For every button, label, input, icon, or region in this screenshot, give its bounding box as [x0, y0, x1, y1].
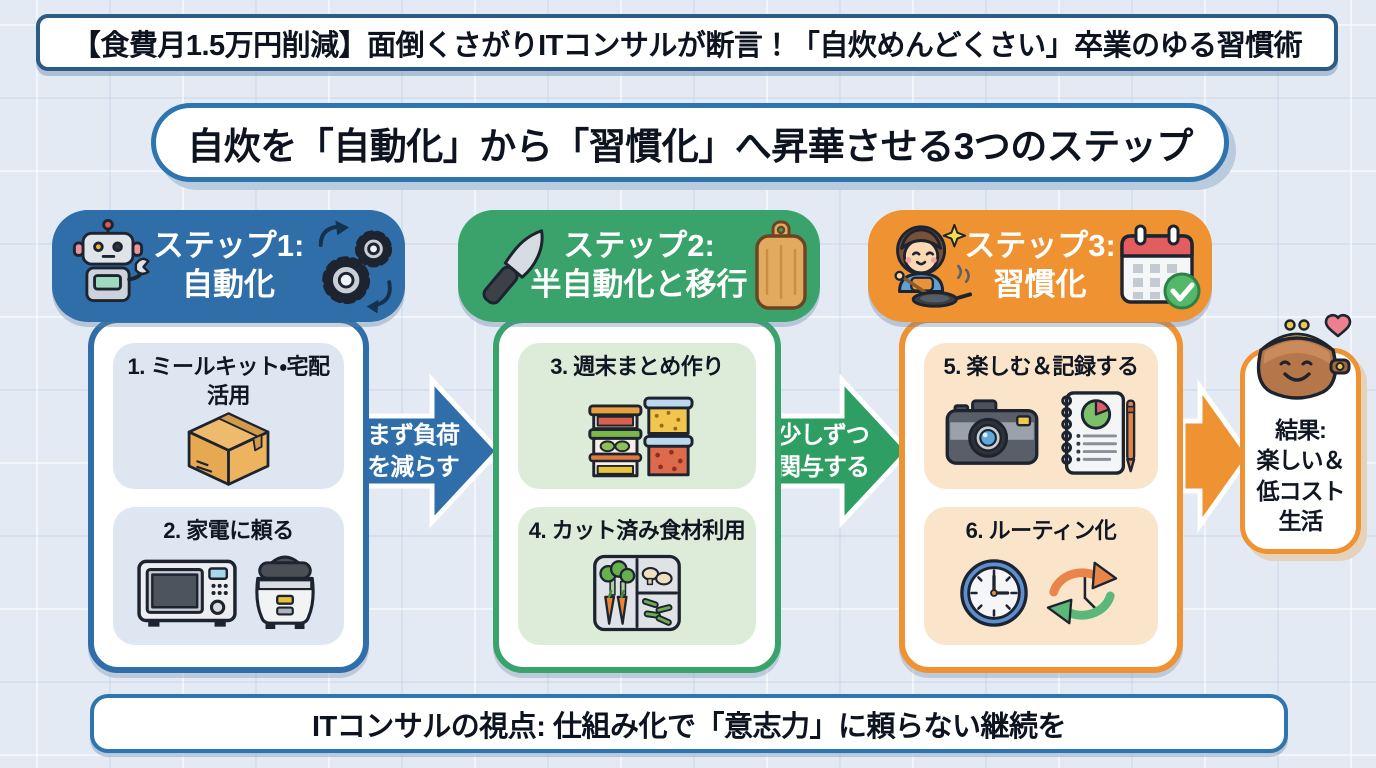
item-title: 4. カット済み食材利用 [528, 518, 746, 543]
step3-header-label: ステップ3: 習慣化 [964, 228, 1116, 302]
robot-icon [60, 210, 156, 322]
step1-item2: 2. 家電に頼る [113, 507, 344, 645]
step2-header-label: ステップ2: 半自動化と移行 [530, 228, 748, 302]
cut-vegetables-tray-icon [589, 550, 685, 641]
top-banner: 【食費月1.5万円削減】面倒くさがりITコンサルが断言！「自炊めんどくさい」卒業… [36, 14, 1338, 71]
item-title: 5. 楽しむ＆記録する [943, 354, 1139, 379]
calendar-check-icon [1114, 210, 1204, 322]
step1-header: ステップ1: 自動化 [52, 210, 405, 322]
clock-icon [958, 557, 1030, 634]
step2-header: ステップ2: 半自動化と移行 [458, 210, 820, 322]
bottom-banner-text: ITコンサルの視点: 仕組み化で「意志力」に頼らない継続を [312, 710, 1067, 743]
page-title-text: 自炊を「自動化」から「習慣化」へ昇華させる3つのステップ [187, 125, 1193, 167]
step1-header-label: ステップ1: 自動化 [152, 228, 305, 302]
arrow-label: 少しずつ 関与する [777, 422, 870, 482]
arrow-gradual-involvement: 少しずつ 関与する [770, 373, 912, 529]
step2-item1: 3. 週末まとめ作り [518, 343, 756, 489]
bottom-banner: ITコンサルの視点: 仕組み化で「意志力」に頼らない継続を [90, 694, 1288, 753]
step3-item2: 6. ルーティン化 [924, 507, 1158, 645]
arrow-reduce-load: まず負荷 を減らす [360, 373, 502, 529]
step3-body: 5. 楽しむ＆記録する [899, 317, 1183, 673]
result-text: 結果: 楽しい＆ 低コスト 生活 [1256, 417, 1346, 535]
arrow-label: まず負荷 を減らす [367, 422, 460, 482]
repeat-icon [1040, 555, 1124, 636]
microwave-icon [136, 555, 238, 636]
gears-icon [309, 210, 397, 322]
rice-cooker-icon [248, 553, 322, 638]
camera-icon [943, 397, 1041, 474]
cutting-board-icon [750, 210, 812, 322]
item-title: 3. 週末まとめ作り [550, 354, 724, 379]
item-title: 1. ミールキット・宅配活用 [127, 354, 330, 408]
page-title: 自炊を「自動化」から「習慣化」へ昇華させる3つのステップ [151, 103, 1229, 182]
item-title: 6. ルーティン化 [965, 518, 1117, 543]
knife-icon [466, 210, 558, 322]
cardboard-box-icon [185, 410, 273, 493]
coin-purse-icon [1243, 312, 1355, 412]
step3-item1: 5. 楽しむ＆記録する [924, 343, 1158, 489]
step1-body: 1. ミールキット・宅配活用 2. 家電に頼る [88, 317, 369, 673]
item-title: 2. 家電に頼る [163, 518, 294, 543]
step3-header: ステップ3: 習慣化 [868, 210, 1212, 322]
step1-item1: 1. ミールキット・宅配活用 [113, 343, 344, 489]
journal-icon [1051, 389, 1139, 482]
meal-prep-containers-icon [578, 386, 696, 485]
top-banner-text: 【食費月1.5万円削減】面倒くさがりITコンサルが断言！「自炊めんどくさい」卒業… [71, 29, 1303, 62]
arrow-to-result [1180, 379, 1253, 533]
step2-body: 3. 週末まとめ作り [493, 317, 781, 673]
step2-item2: 4. カット済み食材利用 [518, 507, 756, 645]
cooking-woman-icon [876, 210, 974, 322]
